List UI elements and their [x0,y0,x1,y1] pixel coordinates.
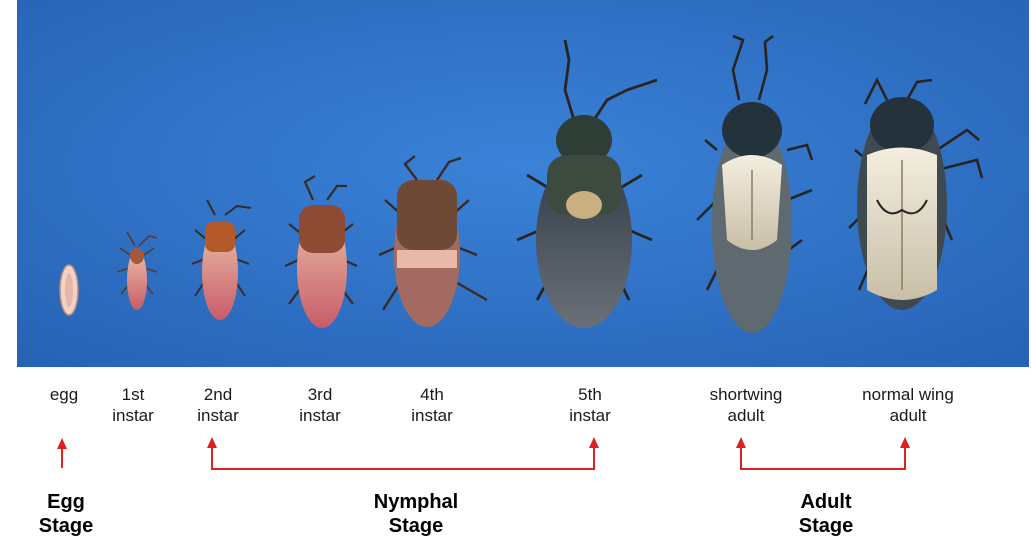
adult-right-arrowhead [900,437,910,448]
nymphal-right-arrowhead [589,437,599,448]
nymphal-stage-bracket [212,447,594,469]
specimen-label-egg: egg [50,384,78,405]
nymphal-left-arrowhead [207,437,217,448]
adult-stage-bracket [741,447,905,469]
insect-life-cycle-photo [17,0,1029,367]
adult-left-arrowhead [736,437,746,448]
egg-image [60,265,78,315]
egg-stage-arrow [57,438,67,468]
